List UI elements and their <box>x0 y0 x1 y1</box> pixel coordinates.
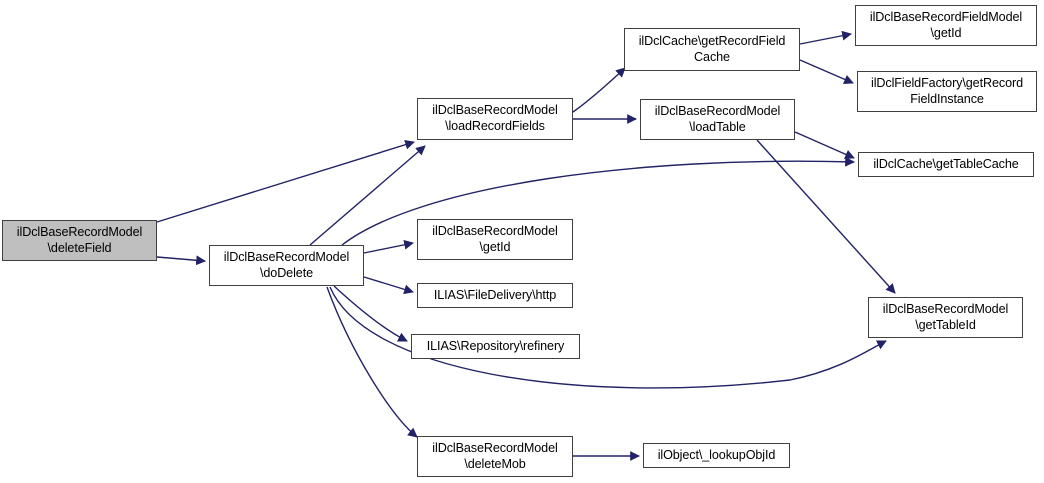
edge-doDelete-getIdRecord <box>363 239 414 254</box>
node-ILIAS-Repository-refinery[interactable]: ILIAS\Repository\refinery <box>411 334 580 359</box>
node-ILIAS-FileDelivery-http[interactable]: ILIAS\FileDelivery\http <box>417 283 573 308</box>
node-label: ilDclBaseRecordModel \deleteMob <box>432 440 558 471</box>
node-label: ILIAS\FileDelivery\http <box>433 287 557 302</box>
node-label: ilDclBaseRecordFieldModel \getId <box>869 9 1023 40</box>
node-ilDclFieldFactory-getRecordFieldInstance[interactable]: ilDclFieldFactory\getRecord FieldInstanc… <box>857 71 1037 112</box>
node-label: ilDclBaseRecordModel \doDelete <box>223 249 350 280</box>
node-ilDclBaseRecordModel-deleteMob[interactable]: ilDclBaseRecordModel \deleteMob <box>417 436 573 477</box>
node-ilDclBaseRecordModel-loadTable[interactable]: ilDclBaseRecordModel \loadTable <box>640 99 795 140</box>
node-label: ilDclCache\getTableCache <box>873 156 1019 171</box>
node-ilDclCache-getTableCache[interactable]: ilDclCache\getTableCache <box>858 152 1034 177</box>
node-ilDclBaseRecordModel-loadRecordFields[interactable]: ilDclBaseRecordModel \loadRecordFields <box>417 98 573 140</box>
node-ilDclBaseRecordModel-getId[interactable]: ilDclBaseRecordModel \getId <box>417 219 573 260</box>
edge-loadTable-getTableCache <box>794 131 855 159</box>
node-ilDclBaseRecordFieldModel-getId[interactable]: ilDclBaseRecordFieldModel \getId <box>855 5 1037 46</box>
edge-doDelete-loadRecordFields <box>309 145 426 246</box>
edge-doDelete-deleteMob <box>326 286 418 438</box>
node-ilDclCache-getRecordFieldCache[interactable]: ilDclCache\getRecordField Cache <box>624 28 800 71</box>
node-label: ilObject\_lookupObjId <box>657 447 776 462</box>
node-label: ilDclBaseRecordModel \deleteField <box>16 224 143 255</box>
node-label: ilDclBaseRecordModel \loadRecordFields <box>432 103 558 133</box>
edge-getRecordFieldCache-getRecordFieldInstance <box>799 59 854 84</box>
edge-loadRecordFields-getRecordFieldCache <box>572 67 626 113</box>
node-label: ilDclBaseRecordModel \getTableId <box>882 301 1009 332</box>
edge-doDelete-fileDeliveryHttp <box>363 276 414 295</box>
edge-deleteField-loadRecordFields <box>156 139 415 223</box>
node-ilDclBaseRecordModel-deleteField[interactable]: ilDclBaseRecordModel \deleteField <box>2 220 157 261</box>
node-ilDclBaseRecordModel-doDelete[interactable]: ilDclBaseRecordModel \doDelete <box>209 245 364 286</box>
node-label: ILIAS\Repository\refinery <box>426 338 565 353</box>
edge-doDelete-repositoryRefinery <box>333 285 408 342</box>
node-label: ilDclCache\getRecordField Cache <box>638 33 786 64</box>
node-label: ilDclFieldFactory\getRecord FieldInstanc… <box>871 75 1023 106</box>
node-ilDclBaseRecordModel-getTableId[interactable]: ilDclBaseRecordModel \getTableId <box>868 297 1023 338</box>
edge-deleteField-doDelete <box>156 255 206 266</box>
node-ilObject-_lookupObjId[interactable]: ilObject\_lookupObjId <box>643 443 790 468</box>
edge-getRecordFieldCache-getIdField <box>799 30 852 45</box>
node-label: ilDclBaseRecordModel \getId <box>432 223 558 254</box>
node-label: ilDclBaseRecordModel \loadTable <box>654 103 781 134</box>
